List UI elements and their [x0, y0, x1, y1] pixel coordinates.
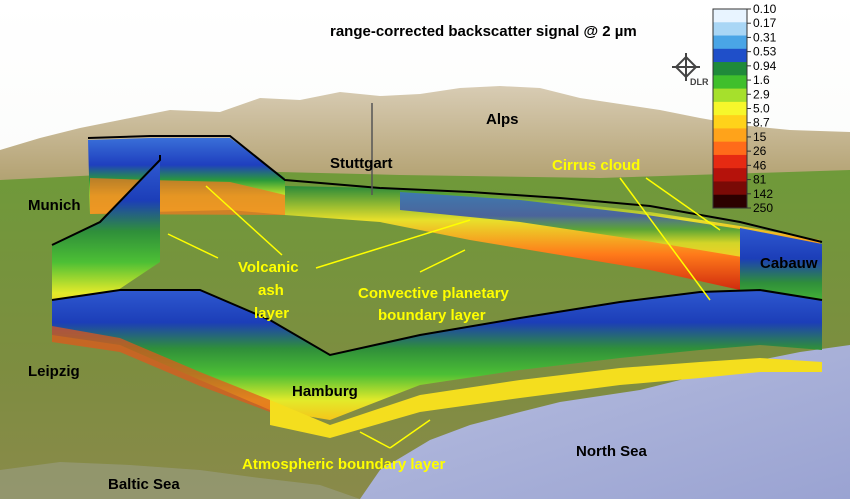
label-munich: Munich: [28, 197, 81, 214]
colorbar-tick-label: 250: [753, 201, 773, 215]
colorbar-tick-label: 0.10: [753, 2, 777, 16]
label-baltic-sea: Baltic Sea: [108, 476, 180, 493]
colorbar-swatch: [713, 62, 747, 76]
baltic-coast: [0, 462, 360, 499]
front-curtain-yellow-base: [270, 358, 822, 438]
label-north-sea: North Sea: [576, 443, 648, 460]
back-curtain-stuttgart-cabauw: [285, 186, 820, 300]
cirrus-leader-right: [645, 177, 721, 231]
colorbar-swatch: [713, 168, 747, 182]
colorbar: 0.100.170.310.530.941.62.95.08.715264681…: [712, 2, 777, 215]
front-curtain-leipzig-hamburg-cabauw: [52, 290, 822, 420]
flight-track-outline-front: [51, 288, 823, 357]
colorbar-swatch: [713, 154, 747, 169]
colorbar-swatch: [713, 75, 747, 90]
volcanic-leader-right: [315, 219, 471, 269]
colorbar-tick-label: 8.7: [753, 116, 770, 130]
colorbar-tick-label: 5.0: [753, 102, 770, 116]
volcanic-leader-up: [205, 185, 283, 256]
atmospheric-leader-left: [359, 431, 391, 449]
annotation-volcanic-line1: Volcanic: [238, 259, 299, 276]
colorbar-tick-label: 0.17: [753, 16, 777, 30]
label-alps: Alps: [486, 111, 519, 128]
colorbar-tick-label: 142: [753, 187, 773, 201]
colorbar-swatch: [713, 9, 747, 23]
cirrus-leader-left: [619, 177, 711, 301]
colorbar-swatch: [713, 128, 747, 143]
label-hamburg: Hamburg: [292, 383, 358, 400]
colorbar-tick-label: 0.53: [753, 45, 777, 59]
colorbar-swatch: [713, 115, 747, 129]
dlr-logo-text: DLR: [690, 77, 709, 87]
left-curtain-munich-leipzig: [52, 162, 160, 316]
volcanic-leader-left: [167, 233, 219, 259]
colorbar-tick-label: 81: [753, 173, 767, 187]
flight-track-outline-left: [51, 155, 161, 246]
colorbar-tick-label: 26: [753, 144, 767, 158]
label-leipzig: Leipzig: [28, 363, 80, 380]
convective-leader: [419, 249, 466, 273]
annotation-convective-line1: Convective planetary: [358, 285, 510, 302]
annotation-volcanic-line2: ash: [258, 282, 284, 299]
colorbar-swatch: [713, 88, 747, 103]
colorbar-tick-label: 0.31: [753, 30, 777, 44]
colorbar-swatch: [713, 35, 747, 50]
colorbar-tick-label: 0.94: [753, 59, 777, 73]
annotation-convective-line2: boundary layer: [378, 307, 486, 324]
annotation-atmospheric: Atmospheric boundary layer: [242, 456, 446, 473]
colorbar-swatch: [713, 181, 747, 196]
label-cabauw: Cabauw: [760, 255, 818, 272]
colorbar-tick-label: 15: [753, 130, 767, 144]
colorbar-swatch: [713, 141, 747, 156]
back-curtain-upper: [400, 192, 760, 260]
colorbar-tick-label: 2.9: [753, 87, 770, 101]
front-curtain-red-base: [52, 326, 270, 412]
annotation-volcanic-line3: layer: [254, 305, 289, 322]
dlr-logo: DLR: [672, 53, 709, 87]
colorbar-tick-label: 1.6: [753, 73, 770, 87]
annotation-cirrus: Cirrus cloud: [552, 157, 640, 174]
colorbar-tick-label: 46: [753, 158, 767, 172]
label-stuttgart: Stuttgart: [330, 155, 393, 172]
flight-track-outline-back: [87, 135, 823, 243]
colorbar-swatch: [713, 194, 747, 209]
atmospheric-leader-right: [389, 419, 431, 449]
colorbar-swatch: [713, 101, 747, 116]
figure-title: range-corrected backscatter signal @ 2 µ…: [330, 23, 637, 40]
colorbar-swatch: [713, 48, 747, 63]
north-sea-area: [360, 345, 850, 499]
colorbar-swatch: [713, 22, 747, 37]
